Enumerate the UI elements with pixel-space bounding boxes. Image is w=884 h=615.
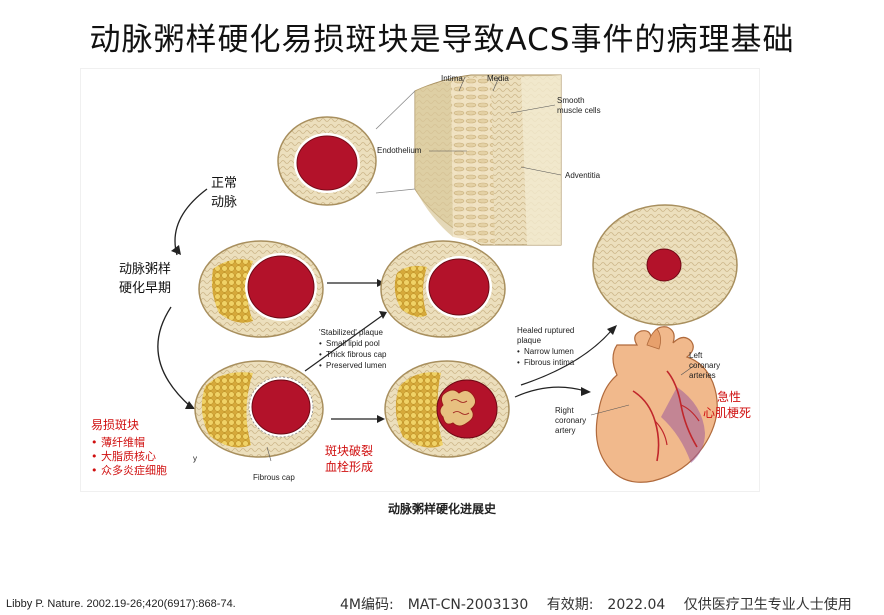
vulnerable-bullet-1: • bbox=[91, 436, 98, 449]
vulnerable-item-2: 大脂质核心 bbox=[101, 449, 156, 463]
label-rupture-2: 血栓形成 bbox=[325, 459, 373, 474]
label-adventitia: Adventitia bbox=[565, 171, 601, 180]
label-mi-2: 心肌梗死 bbox=[703, 405, 751, 420]
label-stabilized-bullet-1: • bbox=[319, 339, 322, 348]
label-stabilized-bullet-2: • bbox=[319, 350, 322, 359]
normal-artery bbox=[277, 116, 377, 206]
vulnerable-bullet-2: • bbox=[91, 450, 98, 463]
early-plaque-artery bbox=[198, 240, 324, 338]
label-stabilized-item-2: Thick fibrous cap bbox=[326, 350, 387, 359]
stabilized-plaque-artery bbox=[380, 240, 506, 338]
arrow-rupture-to-mi bbox=[514, 386, 586, 398]
heart-illustration bbox=[595, 326, 718, 483]
vulnerable-bullet-3: • bbox=[91, 464, 98, 477]
label-healed-bullet-2: • bbox=[517, 358, 520, 367]
label-healed-bullet-1: • bbox=[517, 347, 520, 356]
footer: 4M编码: MAT-CN-2003130 有效期: 2022.04 仅供医疗卫生… bbox=[340, 594, 852, 614]
label-vulnerable-title: 易损斑块 bbox=[91, 418, 139, 432]
footer-usage: 仅供医疗卫生专业人士使用 bbox=[683, 597, 852, 613]
label-early-1: 动脉粥样 bbox=[119, 261, 171, 277]
label-endothelium: Endothelium bbox=[377, 146, 422, 155]
label-left-3: arteries bbox=[689, 371, 716, 380]
label-healed-title-1: Healed ruptured bbox=[517, 326, 574, 335]
diagram-canvas: Intima Media Smooth muscle cells Endothe… bbox=[91, 74, 751, 483]
arrow-vulnerable-to-stabilized bbox=[304, 314, 384, 372]
atherosclerosis-diagram: Intima Media Smooth muscle cells Endothe… bbox=[80, 68, 760, 492]
label-intima: Intima bbox=[441, 74, 463, 83]
vulnerable-plaque-artery bbox=[194, 360, 324, 458]
label-early-2: 硬化早期 bbox=[119, 281, 171, 296]
label-mi-1: 急性 bbox=[717, 389, 741, 404]
label-right-3: artery bbox=[555, 426, 575, 435]
label-stabilized-item-3: Preserved lumen bbox=[326, 361, 386, 370]
slide-title: 动脉粥样硬化易损斑块是导致ACS事件的病理基础 bbox=[89, 22, 795, 58]
footer-code: 4M编码: MAT-CN-2003130 bbox=[340, 597, 529, 613]
label-healed-title-2: plaque bbox=[517, 336, 542, 345]
figure-caption: 动脉粥样硬化进展史 bbox=[387, 502, 496, 516]
vulnerable-item-1: 薄纤维帽 bbox=[101, 435, 145, 449]
vessel-wall-cutaway bbox=[375, 74, 562, 246]
label-left-2: coronary bbox=[689, 361, 720, 370]
label-partial-y: y bbox=[193, 454, 197, 463]
label-normal-1: 正常 bbox=[211, 176, 237, 191]
label-right-2: coronary bbox=[555, 416, 586, 425]
arrow-early-to-vulnerable bbox=[157, 306, 192, 408]
arrow-rupture-to-healed bbox=[520, 330, 612, 386]
vulnerable-item-3: 众多炎症细胞 bbox=[101, 463, 167, 477]
label-muscle-cells: muscle cells bbox=[557, 106, 601, 115]
ruptured-plaque-artery bbox=[384, 360, 510, 458]
label-stabilized-title: 'Stabilized' plaque bbox=[319, 328, 384, 337]
label-normal-2: 动脉 bbox=[211, 195, 237, 210]
label-healed-item-2: Fibrous intima bbox=[524, 358, 575, 367]
arrow-normal-to-early bbox=[174, 188, 208, 256]
label-left-1: Left bbox=[689, 351, 703, 360]
footer-validity: 有效期: 2022.04 bbox=[546, 597, 666, 613]
reference-citation: Libby P. Nature. 2002.19-26;420(6917):86… bbox=[6, 598, 236, 610]
label-healed-item-1: Narrow lumen bbox=[524, 347, 574, 356]
label-stabilized-item-1: Small lipid pool bbox=[326, 339, 380, 348]
label-smooth: Smooth bbox=[557, 96, 585, 105]
label-media: Media bbox=[487, 74, 509, 83]
healed-plaque-artery bbox=[592, 204, 738, 326]
label-right-1: Right bbox=[555, 406, 574, 415]
label-rupture-1: 斑块破裂 bbox=[325, 443, 373, 458]
label-stabilized-bullet-3: • bbox=[319, 361, 322, 370]
label-fibrous-cap: Fibrous cap bbox=[253, 473, 295, 482]
